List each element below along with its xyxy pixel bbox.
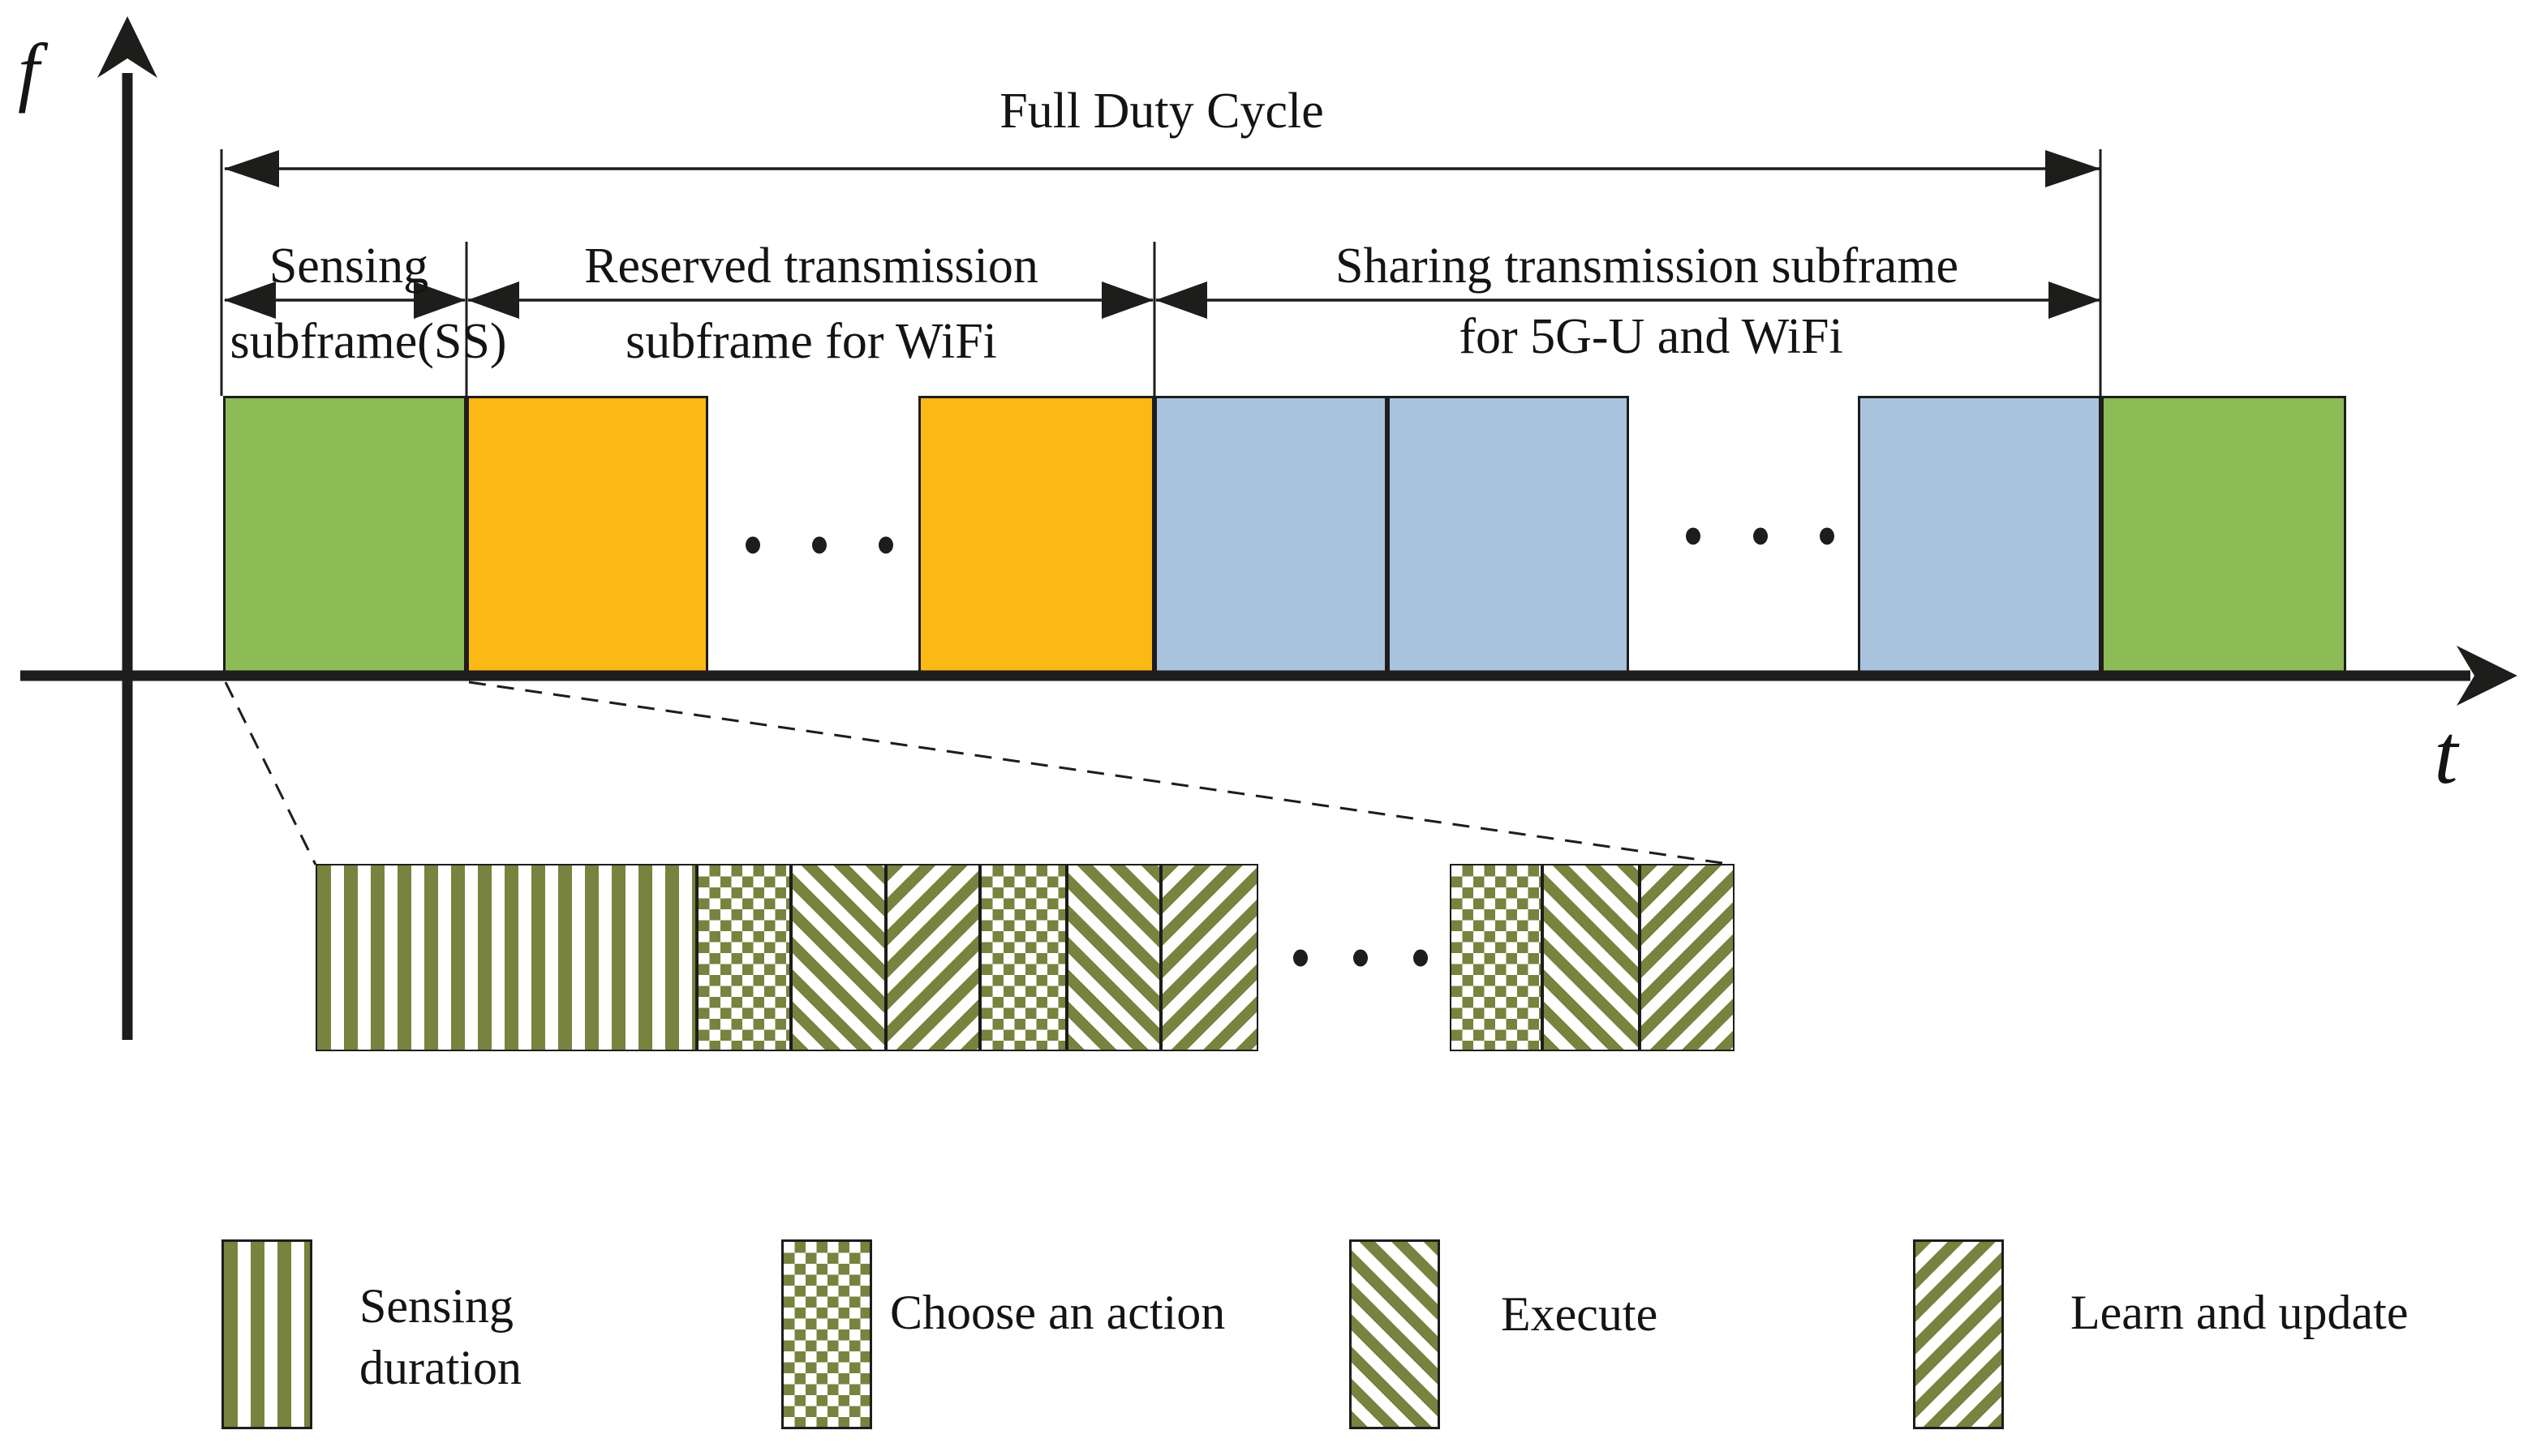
block-sharing-3 xyxy=(1858,396,2101,676)
strip-choose-action-2 xyxy=(980,864,1067,1051)
strip-execute-1 xyxy=(791,864,886,1051)
block-sharing-1 xyxy=(1154,396,1387,676)
legend-label-learn-update: Learn and update xyxy=(2070,1286,2409,1339)
legend-label-sensing-line2: duration xyxy=(359,1341,522,1394)
sensing-label-line2: subframe(SS) xyxy=(230,314,507,369)
legend-label-sensing-line1: Sensing xyxy=(359,1279,514,1333)
full-duty-cycle-label: Full Duty Cycle xyxy=(999,84,1324,139)
strip-choose-action-3 xyxy=(1450,864,1542,1051)
strip-sensing-duration xyxy=(316,864,697,1051)
zoom-guide-line-right xyxy=(468,681,1735,866)
arrowhead-icon xyxy=(2045,150,2100,187)
arrowhead-icon xyxy=(1155,281,1207,319)
strip-choose-action-1 xyxy=(697,864,791,1051)
arrowhead-icon xyxy=(2048,281,2100,319)
block-sharing-2 xyxy=(1387,396,1629,676)
reserved-label-line1: Reserved transmission xyxy=(584,238,1038,294)
block-sensing-subframe-1 xyxy=(223,396,466,676)
sensing-label-line1: Sensing xyxy=(269,238,429,294)
legend-label-choose-action: Choose an action xyxy=(890,1286,1226,1339)
sharing-label-line1: Sharing transmission subframe xyxy=(1335,238,1959,294)
legend-label-sensing-duration: Sensing duration xyxy=(359,1275,522,1398)
x-axis-label: t xyxy=(2434,707,2458,801)
block-reserved-wifi-2 xyxy=(918,396,1154,676)
y-axis-arrowhead-icon xyxy=(97,16,157,78)
strip-learn-update-3 xyxy=(1640,864,1735,1051)
block-sensing-subframe-2 xyxy=(2101,396,2346,676)
legend-swatch-learn-update xyxy=(1913,1239,2004,1429)
y-axis-label: f xyxy=(18,28,40,114)
legend-label-execute: Execute xyxy=(1501,1287,1658,1341)
ellipsis-dots-sharing xyxy=(1686,527,1834,545)
strip-learn-update-2 xyxy=(1161,864,1258,1051)
strip-execute-2 xyxy=(1067,864,1161,1051)
sensing-subframe-zoom-strip xyxy=(316,864,1735,1051)
legend-swatch-execute xyxy=(1349,1239,1440,1429)
ellipsis-dots-reserved xyxy=(746,536,893,554)
reserved-label-line2: subframe for WiFi xyxy=(625,314,997,369)
block-reserved-wifi-1 xyxy=(466,396,708,676)
x-axis-arrowhead-icon xyxy=(2457,646,2517,706)
zoom-guide-line-left xyxy=(224,681,317,865)
strip-learn-update-1 xyxy=(886,864,980,1051)
legend-swatch-sensing-duration xyxy=(221,1239,312,1429)
legend-swatch-choose-action xyxy=(781,1239,872,1429)
arrowhead-icon xyxy=(1102,281,1154,319)
strip-execute-3 xyxy=(1542,864,1640,1051)
sharing-label-line2: for 5G-U and WiFi xyxy=(1459,309,1843,364)
arrowhead-icon xyxy=(224,150,279,187)
